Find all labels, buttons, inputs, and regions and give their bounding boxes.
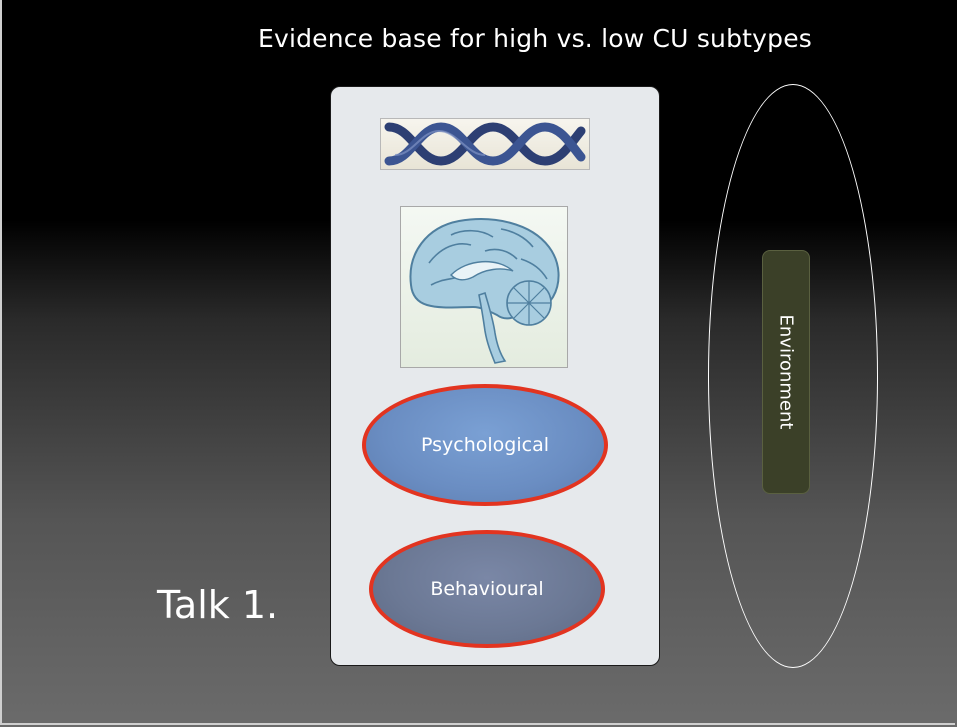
slide-title: Evidence base for high vs. low CU subtyp… [257,24,813,53]
environment-ellipse [708,84,878,668]
environment-label: Environment [775,314,797,430]
behavioural-label: Behavioural [430,578,544,600]
talk-label: Talk 1. [157,583,279,627]
psychological-oval: Psychological [362,384,608,506]
behavioural-oval: Behavioural [369,530,605,648]
brain-icon [400,206,568,368]
environment-bar [762,250,810,494]
psychological-label: Psychological [421,434,549,456]
dna-icon [380,118,590,170]
